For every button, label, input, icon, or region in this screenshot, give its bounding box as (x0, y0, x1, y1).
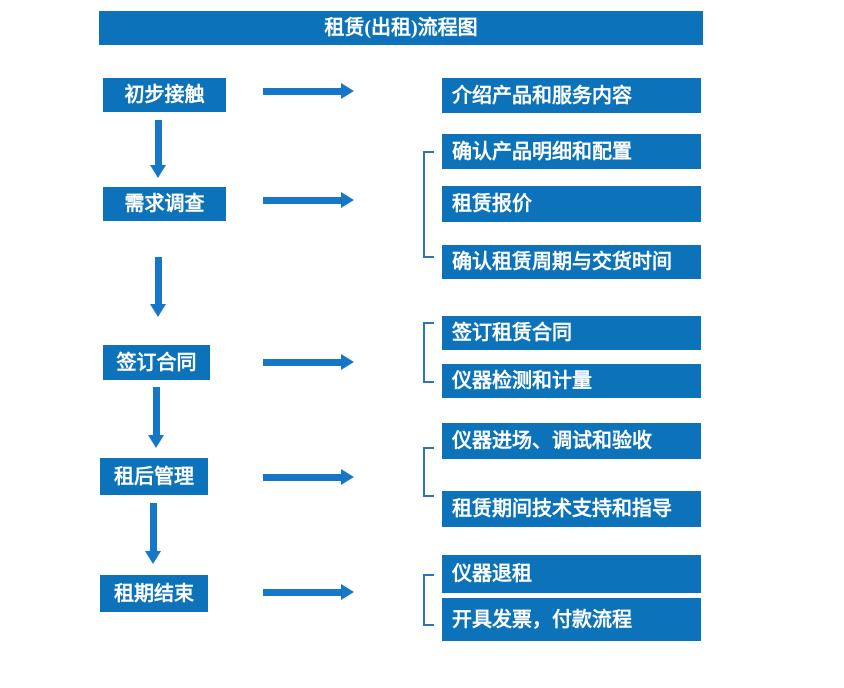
arrow-shaft (263, 196, 341, 204)
arrow-shaft (149, 503, 157, 551)
arrow-right-icon (263, 469, 354, 485)
arrow-shaft (263, 87, 341, 95)
arrow-head (150, 304, 166, 317)
arrow-head (145, 551, 161, 564)
detail-instrument-arrival-debug-acceptance: 仪器进场、调试和验收 (442, 423, 701, 459)
detail-invoice-payment-process: 开具发票，付款流程 (442, 598, 701, 641)
arrow-head (341, 83, 354, 99)
step-demand-survey: 需求调查 (103, 187, 226, 221)
detail-rental-quotation: 租赁报价 (442, 186, 701, 222)
group-bracket-icon (423, 322, 434, 383)
step-sign-contract: 签订合同 (103, 345, 210, 380)
arrow-right-icon (263, 354, 354, 370)
step-post-rental-management: 租后管理 (100, 458, 208, 495)
arrow-right-icon (263, 584, 354, 600)
detail-technical-support-guidance: 租赁期间技术支持和指导 (442, 491, 701, 527)
arrow-head (341, 354, 354, 370)
arrow-head (148, 435, 164, 448)
group-bracket-icon (423, 574, 434, 626)
arrow-down-icon (150, 257, 166, 317)
arrow-down-icon (148, 387, 164, 448)
arrow-shaft (263, 473, 341, 481)
arrow-right-icon (263, 192, 354, 208)
group-bracket-icon (423, 447, 434, 497)
group-bracket-icon (423, 151, 434, 258)
arrow-head (341, 469, 354, 485)
detail-instrument-testing-calibration: 仪器检测和计量 (442, 364, 701, 398)
arrow-head (150, 165, 166, 178)
arrow-down-icon (150, 120, 166, 178)
detail-confirm-product-details-config: 确认产品明细和配置 (442, 134, 701, 169)
detail-introduce-products-services: 介绍产品和服务内容 (442, 78, 701, 113)
arrow-shaft (152, 387, 160, 435)
step-initial-contact: 初步接触 (103, 78, 226, 112)
detail-confirm-rental-period-delivery: 确认租赁周期与交货时间 (442, 245, 701, 279)
arrow-shaft (154, 120, 162, 165)
detail-instrument-return: 仪器退租 (442, 555, 701, 593)
arrow-shaft (154, 257, 162, 304)
arrow-head (341, 192, 354, 208)
arrow-right-icon (263, 83, 354, 99)
arrow-head (341, 584, 354, 600)
step-rental-end: 租期结束 (100, 575, 208, 612)
arrow-shaft (263, 358, 341, 366)
page-title: 租赁(出租)流程图 (99, 11, 703, 45)
arrow-down-icon (145, 503, 161, 564)
detail-sign-rental-contract: 签订租赁合同 (442, 316, 701, 350)
arrow-shaft (263, 588, 341, 596)
